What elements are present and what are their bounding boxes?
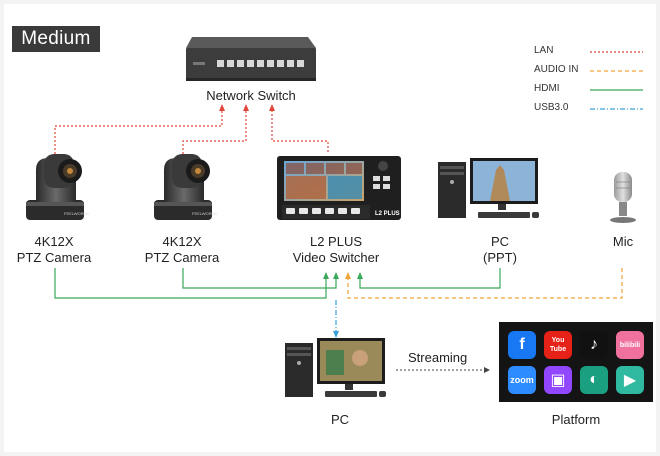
bilibili-icon: bilibili	[616, 331, 644, 359]
switcher-device-label: L2 PLUS	[375, 211, 400, 217]
lan-connections	[54, 104, 329, 158]
video-switcher-device: L2 PLUS	[277, 156, 401, 220]
platform-label: Platform	[551, 412, 601, 427]
mic-label: Mic	[612, 234, 634, 249]
camera1-model: 4K12X	[34, 234, 74, 249]
youtube-icon: You Tube	[544, 331, 572, 359]
facebook-icon: f	[508, 331, 536, 359]
switcher-type: Video Switcher	[292, 250, 380, 265]
ptz-camera-2-device: FEELWORLD	[154, 154, 217, 220]
audio-arrow	[345, 272, 351, 279]
microphone-device	[610, 172, 636, 223]
network-switch-device	[186, 37, 316, 81]
ptz-camera-1-device: FEELWORLD	[26, 154, 89, 220]
zoom-icon: zoom	[508, 366, 536, 394]
pc-label: PC	[330, 412, 350, 427]
streaming-label: Streaming	[408, 350, 468, 365]
svg-text:FEELWORLD: FEELWORLD	[192, 211, 217, 216]
tier-badge: Medium	[12, 26, 100, 52]
stream-app-icon: ◐	[580, 366, 608, 394]
hdmi-connections	[54, 268, 501, 299]
legend-label-usb: USB3.0	[534, 102, 569, 113]
camera1-label: 4K12X PTZ Camera	[6, 234, 102, 266]
camera2-type: PTZ Camera	[144, 250, 220, 265]
pc-ppt-label: PC (PPT)	[460, 234, 540, 266]
hdmi-arrow	[323, 272, 329, 279]
pc-ppt-name: PC	[490, 234, 510, 249]
legend-swatches	[590, 51, 643, 110]
pc-ppt-device	[438, 158, 539, 218]
legend-label-lan: LAN	[534, 45, 554, 56]
hdmi-arrow	[333, 272, 339, 279]
pc-ppt-sub: (PPT)	[483, 250, 517, 265]
hdmi-wire-camera1	[54, 268, 327, 299]
audio-connections	[345, 268, 623, 299]
streaming-arrow	[396, 367, 490, 373]
lan-arrow	[243, 104, 249, 111]
lan-wire-switcher	[271, 110, 329, 152]
camera2-label: 4K12X PTZ Camera	[134, 234, 230, 266]
lan-wire-camera2	[182, 110, 247, 158]
camera-app-icon: ▶	[616, 366, 644, 394]
legend-label-hdmi: HDMI	[534, 83, 560, 94]
usb-arrow	[333, 331, 339, 338]
hdmi-arrow	[357, 272, 363, 279]
tiktok-icon: ♪	[580, 331, 608, 359]
switcher-label: L2 PLUS Video Switcher	[276, 234, 396, 266]
twitch-icon: ▣	[544, 366, 572, 394]
switcher-model: L2 PLUS	[309, 234, 363, 249]
camera2-model: 4K12X	[162, 234, 202, 249]
hdmi-wire-pc	[359, 268, 501, 289]
camera1-type: PTZ Camera	[16, 250, 92, 265]
legend-label-audio: AUDIO IN	[534, 64, 579, 75]
audio-wire-mic	[347, 268, 623, 299]
lan-arrow	[269, 104, 275, 111]
network-switch-label: Network Switch	[206, 88, 296, 103]
hdmi-wire-camera2	[182, 268, 337, 289]
pc-device	[285, 338, 386, 397]
lan-wire-camera1	[54, 110, 223, 158]
lan-arrow	[219, 104, 225, 111]
usb-connections	[333, 300, 339, 338]
svg-text:FEELWORLD: FEELWORLD	[64, 211, 89, 216]
